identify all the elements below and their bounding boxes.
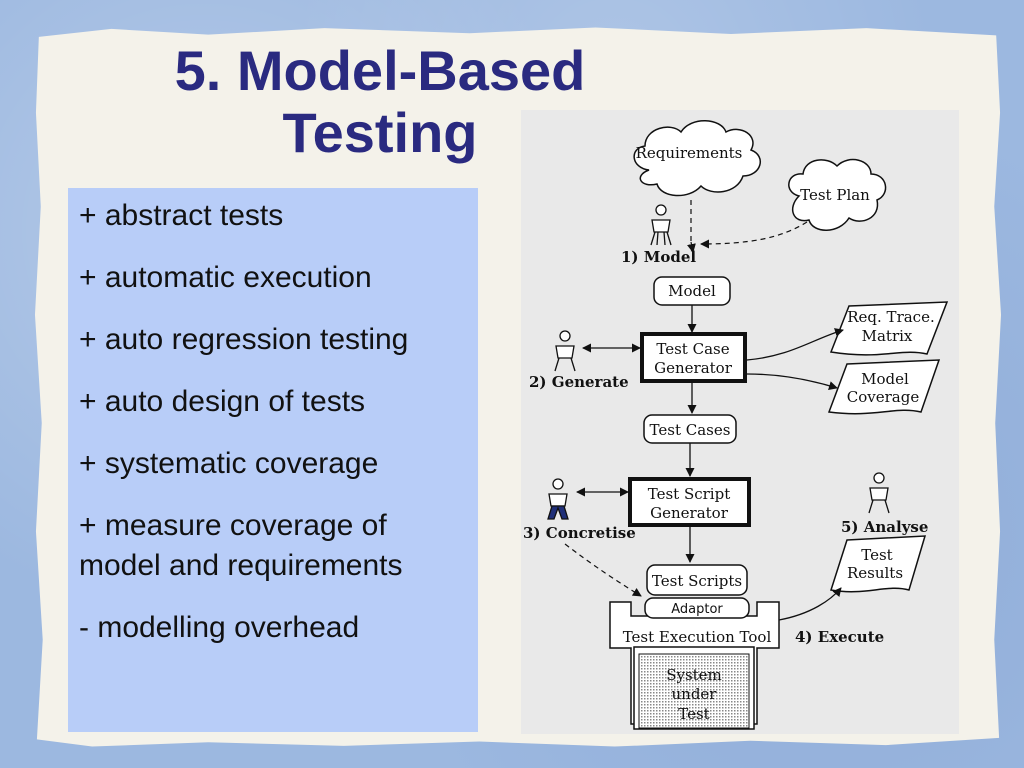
test-case-generator-box <box>640 332 747 383</box>
test-plan-cloud: Test Plan <box>788 158 887 231</box>
bullet-list: + abstract tests + automatic execution +… <box>68 188 478 732</box>
generator-person-icon <box>554 330 576 372</box>
bullet-item: + auto regression testing <box>79 323 409 356</box>
sut-line3: Test <box>678 705 709 723</box>
system-under-test-box <box>638 653 750 729</box>
bullet-item: - modelling overhead <box>79 611 360 644</box>
mbt-diagram-svg: Requirements Test Plan 1) Model Model Te… <box>523 120 949 730</box>
req-trace-matrix-line1: Req. Trace. <box>847 308 934 326</box>
step-model-label: 1) Model <box>621 248 696 266</box>
slide-title: 5. Model-Based Testing <box>174 39 586 164</box>
test-results-line1: Test <box>861 546 892 564</box>
sut-line2: under <box>672 685 718 703</box>
test-results-line2: Results <box>847 564 903 582</box>
bullet-item: + auto design of tests <box>79 385 366 418</box>
test-plan-to-model-arrow <box>700 221 808 249</box>
test-case-generator-line1: Test Case <box>656 340 729 358</box>
step-generate-label: 2) Generate <box>529 373 629 391</box>
sut-line1: System <box>666 666 722 684</box>
adaptor-label: Adaptor <box>671 602 723 617</box>
step-execute-label: 4) Execute <box>795 628 884 646</box>
test-script-generator-line2: Generator <box>650 504 729 522</box>
requirements-arrowhead <box>687 241 696 253</box>
model-coverage-doc: Model Coverage <box>827 359 941 415</box>
model-label: Model <box>668 282 716 300</box>
bullet-item: + automatic execution <box>79 261 372 294</box>
test-script-generator-box <box>628 477 751 527</box>
analyst-person-icon <box>868 472 890 514</box>
test-script-generator-line1: Test Script <box>648 485 731 503</box>
concretise-person-icon <box>547 478 569 520</box>
modeller-person-icon <box>650 204 672 246</box>
bullet-item: + measure coverage of model and requirem… <box>79 509 403 582</box>
bullet-item: + systematic coverage <box>79 447 379 480</box>
test-scripts-label: Test Scripts <box>652 572 742 590</box>
requirements-label: Requirements <box>636 144 743 162</box>
model-coverage-line1: Model <box>861 370 909 388</box>
req-trace-matrix-line2: Matrix <box>862 327 913 345</box>
test-execution-tool-label: Test Execution Tool <box>623 628 772 646</box>
generator-to-trace-arrow <box>746 328 844 361</box>
step-analyse-label: 5) Analyse <box>841 518 928 536</box>
concretise-to-adaptor-arrow <box>564 543 642 597</box>
adaptor-box <box>644 597 750 619</box>
mbt-diagram: Requirements Test Plan 1) Model Model Te… <box>521 110 959 734</box>
generator-to-coverage-arrow <box>746 373 838 390</box>
requirements-cloud: Requirements <box>633 120 761 197</box>
step-concretise-label: 3) Concretise <box>523 524 636 542</box>
bullet-item: + abstract tests <box>79 199 284 232</box>
test-results-doc: Test Results <box>830 535 927 593</box>
execute-to-results-arrow <box>778 587 842 621</box>
model-coverage-line2: Coverage <box>847 388 920 406</box>
test-cases-label: Test Cases <box>650 421 731 439</box>
test-case-generator-line2: Generator <box>654 359 733 377</box>
test-scripts-box <box>646 564 748 596</box>
req-trace-matrix-doc: Req. Trace. Matrix <box>829 301 949 356</box>
test-plan-label: Test Plan <box>800 186 870 204</box>
